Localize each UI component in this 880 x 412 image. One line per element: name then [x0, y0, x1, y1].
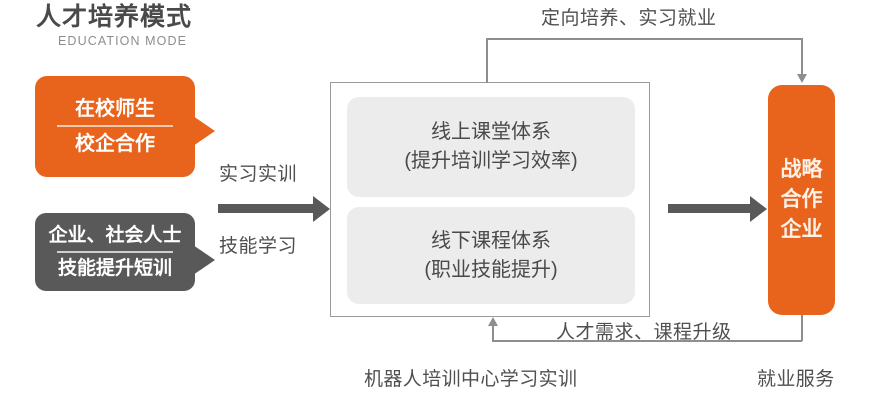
top-connector-right-segment: [801, 38, 803, 75]
top-connector-left-segment: [486, 38, 488, 83]
inbound-arrow-head: [313, 195, 330, 222]
source-box-enterprise[interactable]: 企业、社会人士 技能提升短训: [35, 213, 195, 291]
caption-training-center: 机器人培训中心学习实训: [364, 369, 578, 390]
source-box-enterprise-divider: [57, 250, 173, 253]
bottom-connector-left-segment: [492, 326, 494, 341]
bottom-flow-label: 人才需求、课程升级: [556, 322, 732, 343]
flow-label-practice: 实习实训: [219, 164, 298, 185]
partner-enterprise-line3: 企业: [780, 218, 823, 241]
course-card-online[interactable]: 线上课堂体系 (提升培训学习效率): [347, 97, 635, 197]
course-card-offline-line2: (职业技能提升): [424, 258, 558, 281]
course-card-online-line1: 线上课堂体系: [431, 121, 551, 143]
inbound-arrow-shaft: [218, 204, 313, 213]
top-connector-arrow-icon: [797, 74, 807, 83]
partner-enterprise-line1: 战略: [780, 158, 823, 181]
course-card-offline[interactable]: 线下课程体系 (职业技能提升): [347, 207, 635, 304]
source-box-school-line2: 校企合作: [75, 133, 155, 155]
partner-enterprise-box[interactable]: 战略 合作 企业: [768, 85, 835, 315]
caption-employment-service: 就业服务: [757, 369, 835, 390]
source-box-school-divider: [57, 125, 173, 127]
source-box-school-line1: 在校师生: [75, 98, 155, 120]
source-box-enterprise-line1: 企业、社会人士: [48, 224, 182, 246]
outbound-arrow-shaft: [668, 204, 750, 213]
page-title: 人才培养模式: [36, 3, 193, 31]
top-flow-label: 定向培养、实习就业: [541, 8, 717, 29]
training-center-box[interactable]: 线上课堂体系 (提升培训学习效率) 线下课程体系 (职业技能提升): [330, 82, 650, 317]
top-connector-horizontal-segment: [486, 38, 802, 40]
source-box-school[interactable]: 在校师生 校企合作: [35, 76, 195, 177]
bottom-connector-arrow-icon: [488, 317, 498, 326]
outbound-arrow-head: [750, 195, 767, 222]
partner-enterprise-line2: 合作: [780, 188, 823, 211]
source-box-school-tail: [193, 116, 215, 146]
bottom-connector-horizontal-segment: [492, 340, 802, 342]
flow-label-skill: 技能学习: [219, 236, 298, 257]
course-card-offline-line1: 线下课程体系: [431, 229, 551, 252]
source-box-enterprise-tail: [193, 245, 215, 275]
bottom-connector-right-segment: [801, 315, 803, 341]
title-block: 人才培养模式 EDUCATION MODE: [36, 2, 336, 49]
course-card-online-line2: (提升培训学习效率): [404, 150, 578, 172]
page-subtitle: EDUCATION MODE: [58, 34, 188, 48]
source-box-enterprise-line2: 技能提升短训: [57, 257, 172, 279]
